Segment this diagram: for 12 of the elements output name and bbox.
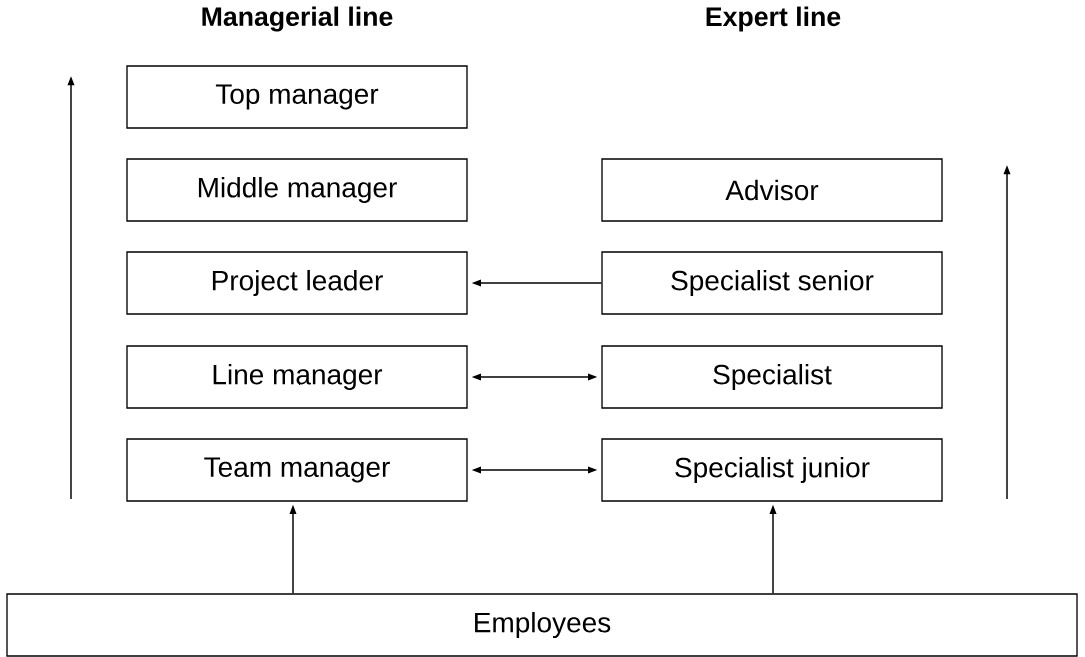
column-heading: Expert line bbox=[706, 6, 841, 32]
rank-box: Top manager bbox=[126, 65, 468, 129]
rank-box: Specialist bbox=[601, 345, 943, 409]
column-heading: Managerial line bbox=[202, 6, 393, 32]
rank-box: Specialist senior bbox=[601, 251, 943, 315]
rank-box: Line manager bbox=[126, 345, 468, 409]
rank-box: Middle manager bbox=[126, 158, 468, 222]
rank-box: Team manager bbox=[126, 438, 468, 502]
rank-box: Advisor bbox=[601, 158, 943, 222]
rank-box: Employees bbox=[6, 593, 1078, 657]
rank-box: Project leader bbox=[126, 251, 468, 315]
rank-box: Specialist junior bbox=[601, 438, 943, 502]
